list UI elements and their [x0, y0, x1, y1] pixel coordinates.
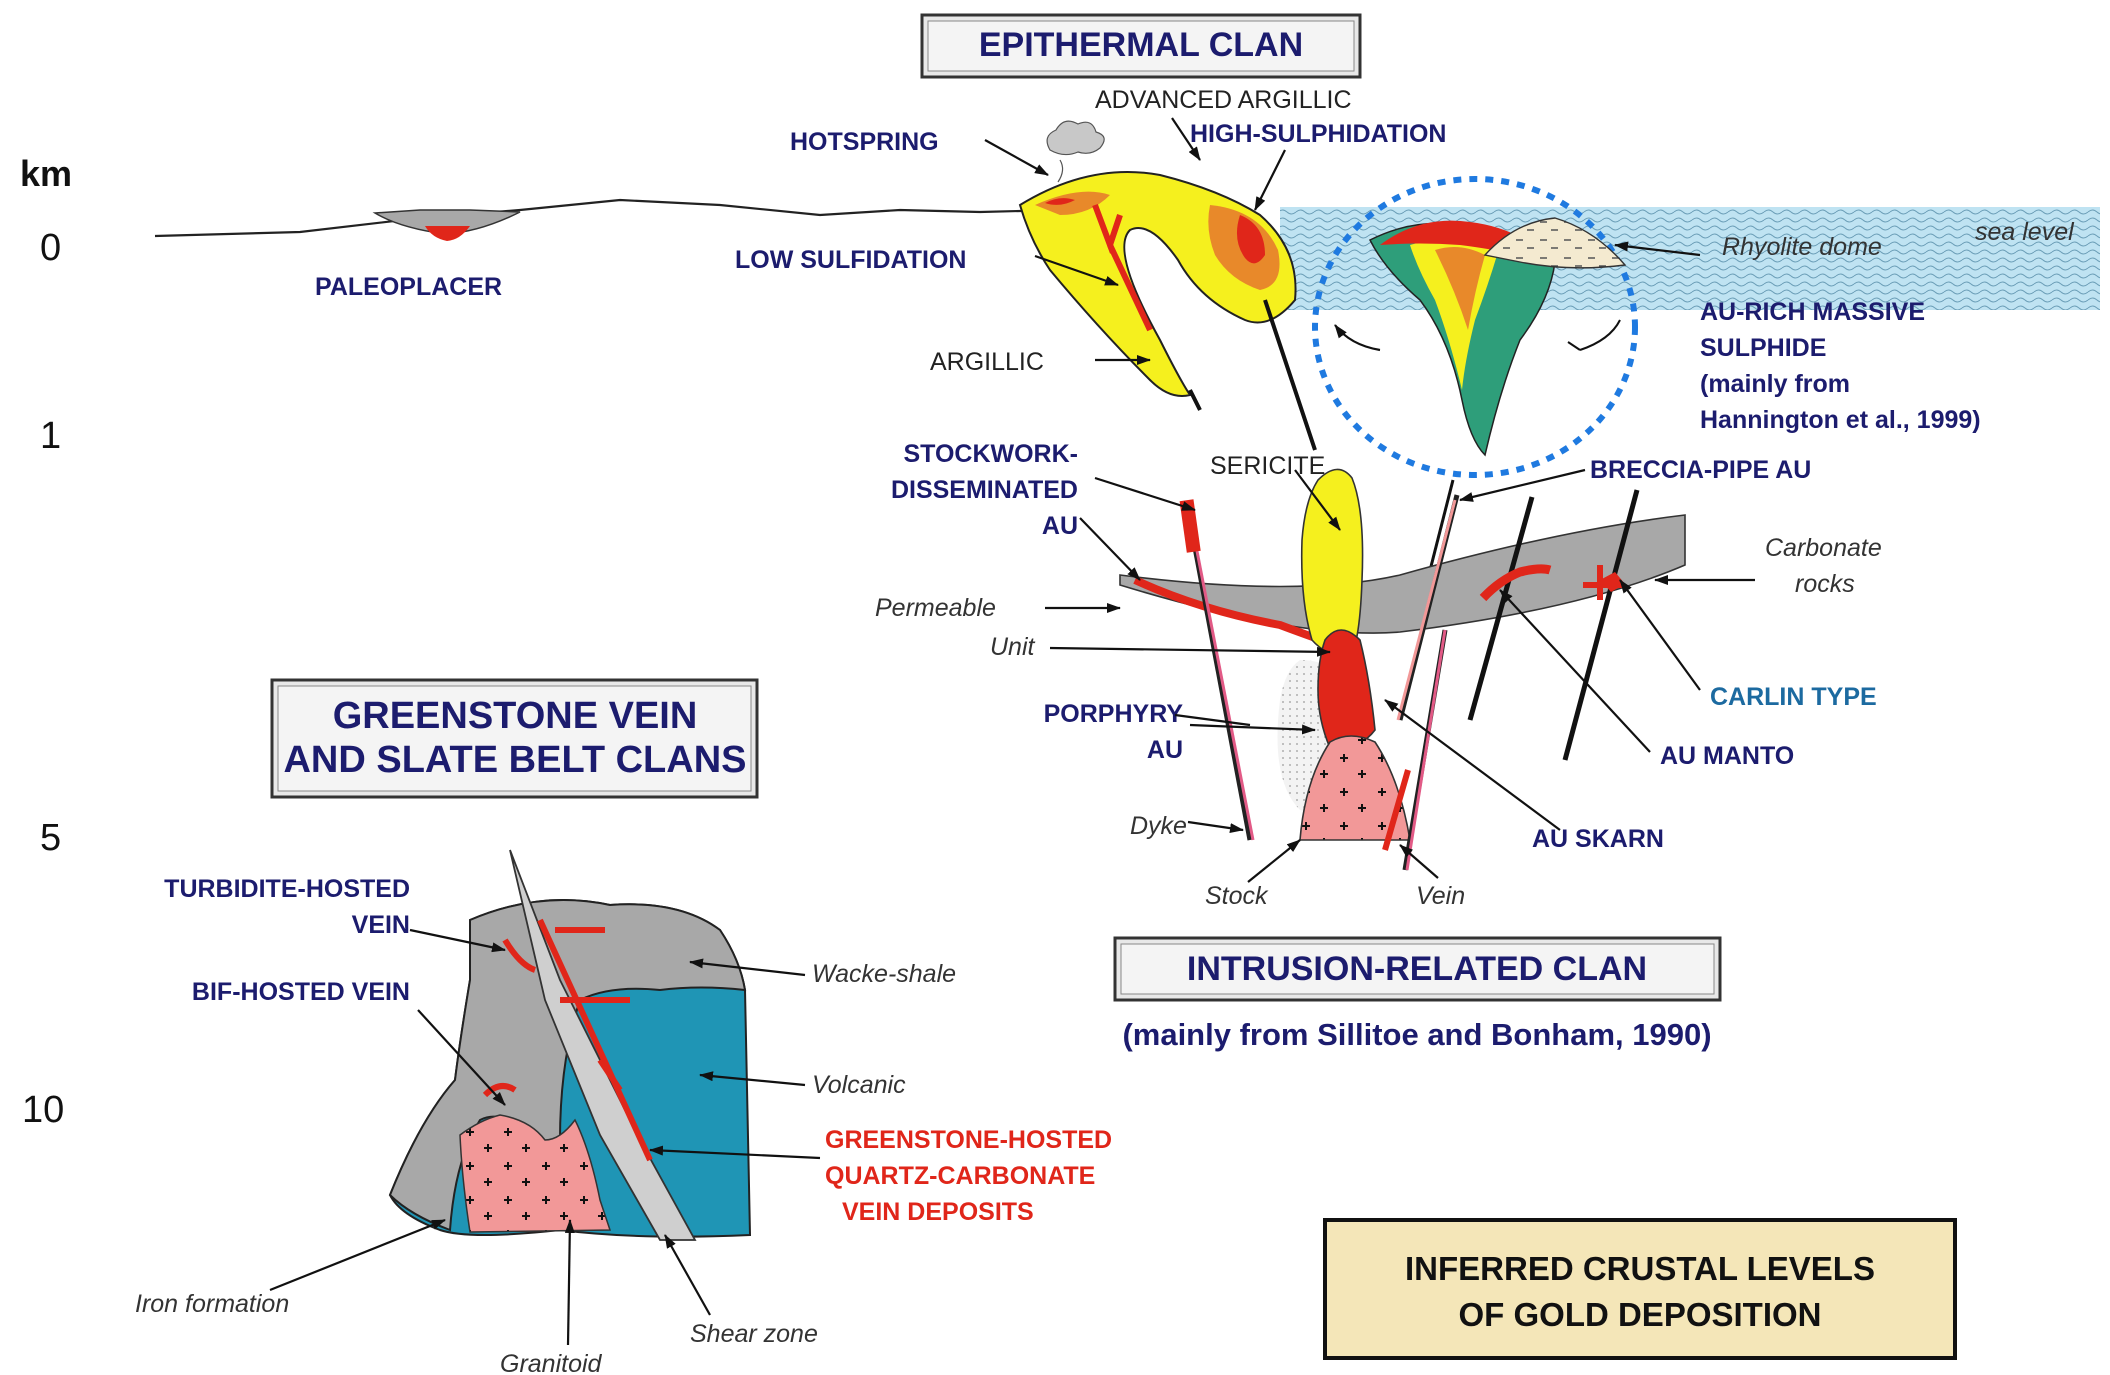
- label-wacke-shale: Wacke-shale: [812, 960, 956, 988]
- label-turbidite-1: TURBIDITE-HOSTED: [164, 875, 410, 903]
- intrusion-clan-title: INTRUSION-RELATED CLAN: [1187, 950, 1647, 988]
- depth-tick-5: 5: [40, 817, 61, 859]
- label-paleoplacer: PALEOPLACER: [315, 273, 502, 301]
- paleoplacer-ore: [425, 226, 470, 241]
- label-stockwork-2: DISSEMINATED: [891, 476, 1078, 504]
- label-au-manto: AU MANTO: [1660, 742, 1794, 770]
- ground-surface: [155, 200, 1150, 241]
- intrusion-system: [1120, 469, 1685, 870]
- depth-tick-10: 10: [22, 1089, 64, 1131]
- label-shear-zone: Shear zone: [690, 1320, 818, 1348]
- depth-unit: km: [20, 153, 72, 194]
- intrusion-clan-box: INTRUSION-RELATED CLAN (mainly from Sill…: [1115, 938, 1720, 1052]
- label-breccia-pipe: BRECCIA-PIPE AU: [1590, 456, 1811, 484]
- label-carlin: CARLIN TYPE: [1710, 683, 1877, 711]
- label-rhyolite-dome: Rhyolite dome: [1722, 233, 1882, 261]
- inferred-levels-box: INFERRED CRUSTAL LEVELS OF GOLD DEPOSITI…: [1325, 1220, 1955, 1358]
- depth-axis: km 0 1 5 10: [20, 153, 72, 1131]
- label-greenstone-hosted-3: VEIN DEPOSITS: [842, 1198, 1034, 1226]
- label-massive-sulphide-2: SULPHIDE: [1700, 334, 1826, 362]
- greenstone-clan-title-2: AND SLATE BELT CLANS: [283, 739, 746, 781]
- label-advanced-argillic: ADVANCED ARGILLIC: [1095, 86, 1352, 114]
- inferred-levels-line1: INFERRED CRUSTAL LEVELS: [1405, 1250, 1875, 1287]
- epithermal-clan-box: EPITHERMAL CLAN: [922, 15, 1360, 77]
- label-permeable: Permeable: [875, 594, 996, 622]
- depth-tick-1: 1: [40, 415, 61, 457]
- hotspring-steam: [1047, 121, 1104, 154]
- label-granitoid: Granitoid: [500, 1350, 603, 1375]
- label-sea-level: sea level: [1975, 218, 2075, 246]
- label-stock: Stock: [1205, 882, 1269, 910]
- label-turbidite-2: VEIN: [352, 911, 410, 939]
- label-sericite: SERICITE: [1210, 452, 1325, 480]
- label-greenstone-hosted-2: QUARTZ-CARBONATE: [825, 1162, 1095, 1190]
- label-argillic: ARGILLIC: [930, 348, 1044, 376]
- epithermal-clan-title: EPITHERMAL CLAN: [979, 26, 1303, 64]
- label-stockwork-1: STOCKWORK-: [903, 440, 1078, 468]
- label-unit: Unit: [990, 633, 1036, 661]
- label-au-skarn: AU SKARN: [1532, 825, 1664, 853]
- depth-tick-0: 0: [40, 227, 61, 269]
- label-massive-sulphide-3: (mainly from: [1700, 370, 1850, 398]
- label-vein: Vein: [1416, 882, 1465, 910]
- greenstone-system: [390, 850, 750, 1240]
- label-massive-sulphide-1: AU-RICH MASSIVE: [1700, 298, 1925, 326]
- label-massive-sulphide-4: Hannington et al., 1999): [1700, 406, 1981, 434]
- label-low-sulfidation: LOW SULFIDATION: [735, 246, 966, 274]
- greenstone-clan-title-1: GREENSTONE VEIN: [333, 695, 698, 737]
- label-carbonate-2: rocks: [1795, 570, 1855, 598]
- greenstone-clan-box: GREENSTONE VEIN AND SLATE BELT CLANS: [272, 680, 757, 797]
- label-hotspring: HOTSPRING: [790, 128, 939, 156]
- intrusion-clan-source: (mainly from Sillitoe and Bonham, 1990): [1122, 1017, 1711, 1052]
- label-porphyry-2: AU: [1147, 736, 1183, 764]
- inferred-levels-line2: OF GOLD DEPOSITION: [1458, 1296, 1821, 1333]
- label-dyke: Dyke: [1130, 812, 1187, 840]
- label-volcanic: Volcanic: [812, 1071, 906, 1099]
- label-stockwork-3: AU: [1042, 512, 1078, 540]
- label-bif: BIF-HOSTED VEIN: [192, 978, 410, 1006]
- label-iron-formation: Iron formation: [135, 1290, 289, 1318]
- label-high-sulphidation: HIGH-SULPHIDATION: [1190, 120, 1446, 148]
- label-carbonate-1: Carbonate: [1765, 534, 1882, 562]
- label-porphyry-1: PORPHYRY: [1044, 700, 1184, 728]
- label-greenstone-hosted-1: GREENSTONE-HOSTED: [825, 1126, 1112, 1154]
- epithermal-system: [1020, 121, 1315, 450]
